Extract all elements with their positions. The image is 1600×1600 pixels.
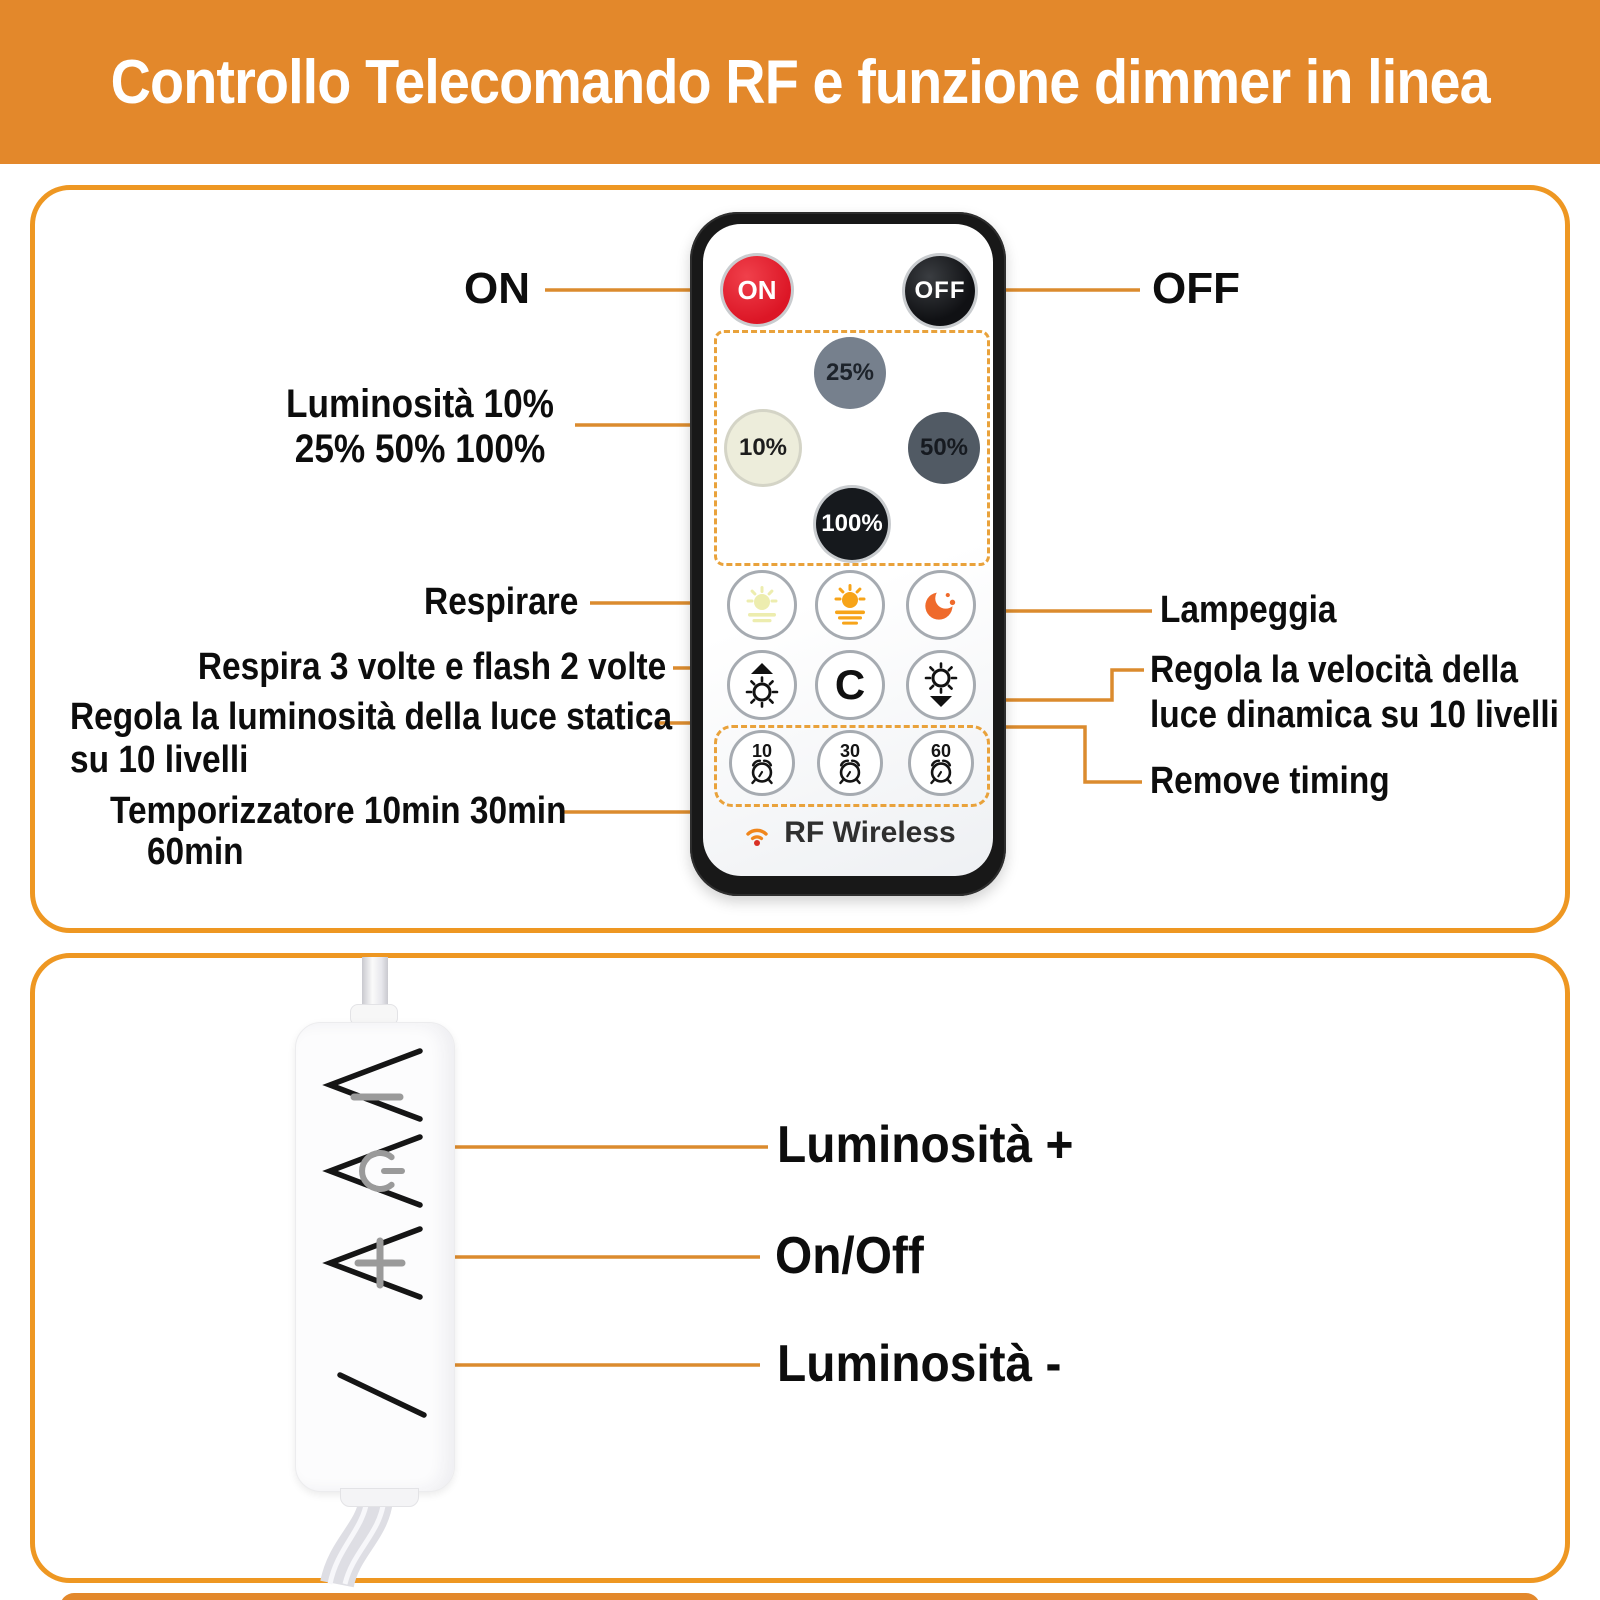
callout-luminosity-plus: Luminosità + (777, 1116, 1074, 1174)
dimmer-power-button[interactable] (359, 1150, 405, 1192)
dimmer-plus-button[interactable] (354, 1237, 406, 1289)
inline-dimmer-body (295, 1022, 455, 1492)
callout-breathe-flash: Respira 3 volte e flash 2 volte (197, 646, 666, 688)
brightness-10-button[interactable]: 10% (727, 412, 799, 484)
brand-row: RF Wireless (690, 816, 1006, 850)
brightness-up-icon (745, 663, 779, 708)
callout-on: ON (464, 264, 530, 313)
header-banner: Controllo Telecomando RF e funzione dimm… (0, 0, 1600, 164)
brand-label: RF Wireless (784, 816, 956, 849)
callout-remove-timing: Remove timing (1150, 760, 1390, 802)
clear-button[interactable]: C (815, 650, 885, 720)
timer-10-label: 10 (751, 740, 773, 761)
flash-mode-button[interactable] (906, 570, 976, 640)
dimmer-panel (30, 953, 1570, 1583)
chevron-stroke (322, 1048, 423, 1122)
callout-luminosity-minus: Luminosità - (777, 1335, 1062, 1393)
breathe-mode-button[interactable] (727, 570, 797, 640)
dimmer-buttons-art (322, 1048, 427, 1418)
callout-on-off: On/Off (775, 1227, 924, 1285)
remote-on-button[interactable]: ON (723, 256, 791, 324)
alarm-clock-icon (751, 758, 773, 784)
callout-breathe: Respirare (423, 581, 578, 623)
alarm-clock-icon (930, 758, 952, 784)
callout-brightness-levels: Luminosità 10% 25% 50% 100% (286, 382, 554, 471)
timer-10-button[interactable]: 10 (729, 730, 795, 796)
next-section-strip (60, 1593, 1540, 1600)
brightness-group-box (714, 330, 990, 566)
rf-remote: ON OFF 25% 10% 50% 100% (690, 212, 1006, 896)
brightness-100-button[interactable]: 100% (816, 488, 888, 560)
static-brightness-up-button[interactable] (727, 650, 797, 720)
moon-icon (925, 587, 957, 620)
callout-timer: Temporizzatore 10min 30min 60min (110, 790, 567, 873)
remote-off-button[interactable]: OFF (905, 256, 975, 326)
timer-60-button[interactable]: 60 (908, 730, 974, 796)
chevron-stroke (322, 1134, 423, 1208)
timer-30-button[interactable]: 30 (817, 730, 883, 796)
brightness-25-button[interactable]: 25% (814, 337, 886, 409)
dimmer-bottom-collar (340, 1488, 419, 1507)
brightness-down-icon (924, 662, 958, 707)
sun-pale-icon (746, 586, 778, 623)
callout-off: OFF (1152, 264, 1240, 313)
breathe-flash-mode-button[interactable] (815, 570, 885, 640)
page-title: Controllo Telecomando RF e funzione dimm… (110, 47, 1490, 117)
timer-60-label: 60 (930, 740, 952, 761)
callout-static-brightness: Regola la luminosità della luce statica … (70, 696, 673, 781)
brightness-50-button[interactable]: 50% (908, 412, 980, 484)
sunset-icon (834, 584, 866, 625)
timer-group-box (714, 725, 990, 807)
alarm-clock-icon (839, 758, 861, 784)
power-icon (359, 1150, 395, 1192)
callout-speed: Regola la velocità della luce dinamica s… (1150, 649, 1559, 736)
chevron-stroke (337, 1372, 427, 1418)
dimmer-top-wire (362, 957, 388, 1009)
speed-brightness-down-button[interactable] (906, 650, 976, 720)
chevron-stroke (322, 1226, 423, 1300)
timer-30-label: 30 (839, 740, 861, 761)
callout-flash: Lampeggia (1160, 589, 1337, 631)
wifi-icon (746, 828, 768, 846)
